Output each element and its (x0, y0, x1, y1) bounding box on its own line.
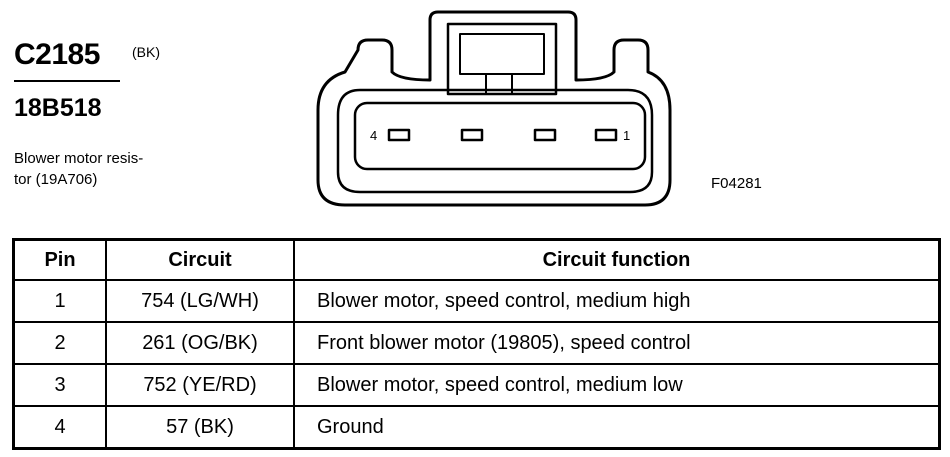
table-header-row: Pin Circuit Circuit function (12, 238, 941, 281)
cell-pin: 3 (12, 363, 107, 407)
table-row: 3 752 (YE/RD) Blower motor, speed contro… (12, 363, 941, 407)
header-pin: Pin (12, 238, 107, 281)
cell-function: Blower motor, speed control, medium low (293, 363, 941, 407)
latch-frame (446, 22, 558, 96)
table-row: 4 57 (BK) Ground (12, 405, 941, 450)
cell-function: Blower motor, speed control, medium high (293, 279, 941, 323)
cell-circuit: 754 (LG/WH) (105, 279, 295, 323)
part-number: 18B518 (14, 94, 102, 122)
pin-slot-2 (533, 128, 557, 142)
connector-id-underline (14, 80, 120, 82)
connector-color: (BK) (132, 44, 160, 60)
cell-pin: 2 (12, 321, 107, 365)
pin-slot-4 (387, 128, 411, 142)
pin-4-label: 4 (370, 128, 378, 143)
description-line-2: tor (19A706) (14, 171, 98, 188)
cell-pin: 4 (12, 405, 107, 450)
connector-face-drawing (316, 10, 672, 207)
connector-outer-shell (316, 10, 672, 207)
cell-function: Ground (293, 405, 941, 450)
cell-function: Front blower motor (19805), speed contro… (293, 321, 941, 365)
pin-slot-1 (594, 128, 618, 142)
header-circuit: Circuit (105, 238, 295, 281)
table-row: 1 754 (LG/WH) Blower motor, speed contro… (12, 279, 941, 323)
description-line-1: Blower motor resis- (14, 150, 144, 167)
pinout-table: Pin Circuit Circuit function 1 754 (LG/W… (12, 238, 941, 450)
table-row: 2 261 (OG/BK) Front blower motor (19805)… (12, 321, 941, 365)
latch-inner (459, 33, 545, 75)
pin-1-label: 1 (623, 128, 631, 143)
pin-cavity-block (353, 101, 647, 171)
cell-circuit: 261 (OG/BK) (105, 321, 295, 365)
header-circuit-function: Circuit function (293, 238, 941, 281)
figure-code: F04281 (711, 175, 762, 192)
connector-description: Blower motor resis- tor (19A706) (14, 148, 184, 190)
connector-inner-outline (336, 88, 654, 194)
cell-circuit: 57 (BK) (105, 405, 295, 450)
cell-circuit: 752 (YE/RD) (105, 363, 295, 407)
cell-pin: 1 (12, 279, 107, 323)
pin-slot-3 (460, 128, 484, 142)
connector-id: C2185 (14, 38, 100, 71)
